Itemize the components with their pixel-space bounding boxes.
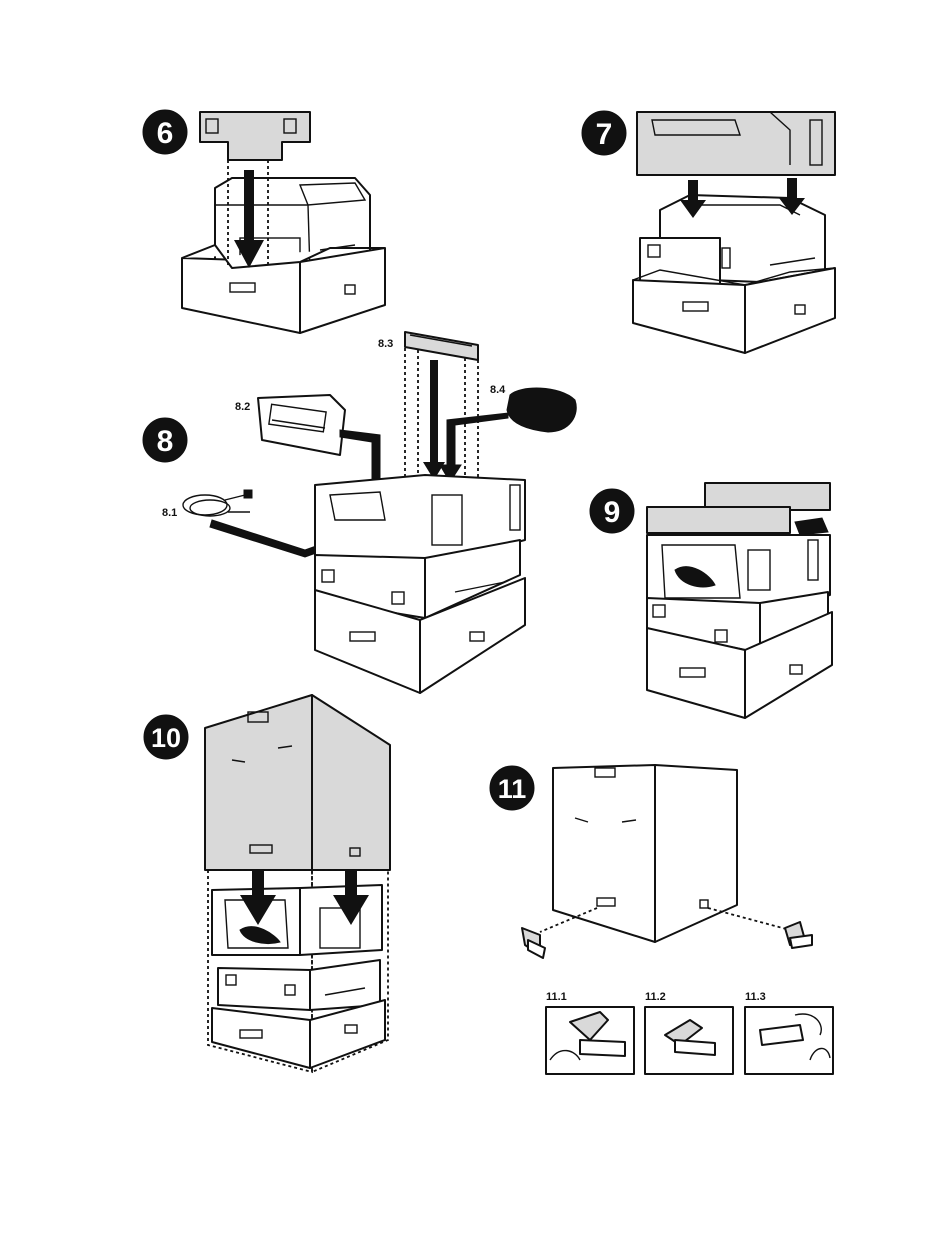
power-cord xyxy=(183,490,252,516)
detail-11-3-label: 11.3 xyxy=(745,991,766,1003)
step-6-number: 6 xyxy=(157,117,174,150)
detail-11-2-label: 11.2 xyxy=(645,991,666,1003)
callout-8-1: 8.1 xyxy=(162,507,177,519)
shipping-box-bottom xyxy=(182,245,385,333)
foam-insert-top xyxy=(200,112,310,160)
foam-cover-insert xyxy=(637,112,835,175)
cartridge-bag xyxy=(258,395,345,455)
callout-8-4: 8.4 xyxy=(490,384,506,396)
step-10-panel: 10 xyxy=(144,695,390,1072)
packed-assembly xyxy=(315,475,525,693)
step-11-number: 11 xyxy=(498,774,527,804)
step-10-number: 10 xyxy=(151,723,181,753)
outer-shipping-box xyxy=(205,695,390,870)
bracket-piece xyxy=(405,332,478,360)
detail-11-1-label: 11.1 xyxy=(546,991,567,1003)
box-clip-right xyxy=(785,922,812,948)
detail-11-1 xyxy=(546,1007,634,1074)
packed-assembly xyxy=(212,885,385,1068)
step-9-panel: 9 xyxy=(590,483,832,718)
detail-11-3 xyxy=(745,1007,833,1074)
callout-8-3: 8.3 xyxy=(378,338,393,350)
step-7-panel: 7 xyxy=(582,111,835,353)
packed-assembly xyxy=(647,535,832,718)
step-8-panel: 8 8.1 8.2 8.3 8.4 xyxy=(143,332,576,693)
box-clip-left xyxy=(522,928,545,958)
black-bag xyxy=(507,388,576,432)
step-11-panel: 11 11.1 11.2 11.3 xyxy=(490,765,833,1074)
down-arrow xyxy=(423,360,445,480)
top-trays xyxy=(647,483,830,535)
step-7-number: 7 xyxy=(596,118,613,151)
step-9-number: 9 xyxy=(604,496,621,529)
step-6-panel: 6 xyxy=(143,110,385,333)
detail-11-2 xyxy=(645,1007,733,1074)
callout-8-2: 8.2 xyxy=(235,401,250,413)
step-8-number: 8 xyxy=(157,425,174,458)
